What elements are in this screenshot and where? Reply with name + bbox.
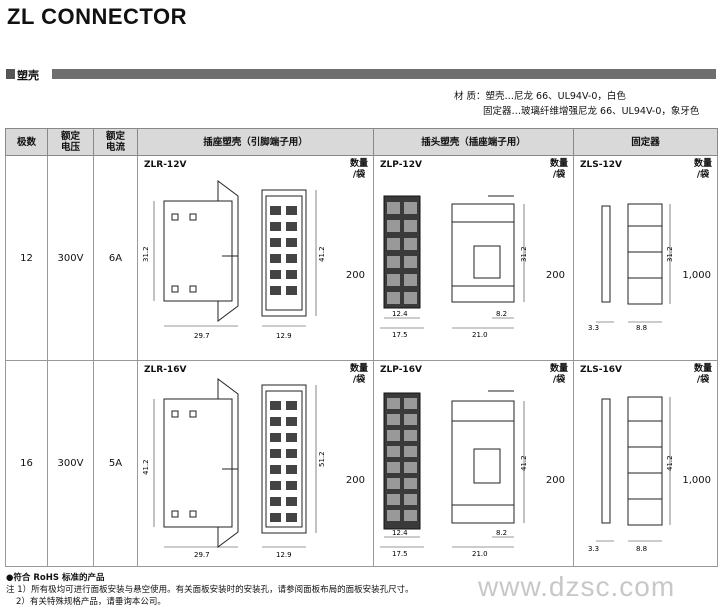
plug-part-name: ZLP-16V <box>380 365 422 375</box>
dim-w2: 17.5 <box>392 331 408 339</box>
header-current-text: 额定电流 <box>105 131 125 153</box>
header-poles: 极数 <box>5 128 48 156</box>
qty-header: 数量/袋 <box>693 364 712 385</box>
dim-h1: 41.2 <box>520 455 528 471</box>
material-line-2: 固定器…玻璃纤维增强尼龙 66、UL94V-0，象牙色 <box>483 106 700 117</box>
section-label: 塑壳 <box>17 69 39 82</box>
plug-drawing: 12.4 17.5 21.0 8.2 41.2 <box>380 390 528 558</box>
dim-w2: 8.8 <box>636 545 647 553</box>
receptacle-cell: ZLR-16V 数量/袋 200 <box>137 360 374 567</box>
dim-w2: 8.8 <box>636 324 647 332</box>
dim-h1: 41.2 <box>666 455 674 471</box>
section-rule <box>52 69 716 79</box>
retainer-part-name: ZLS-16V <box>580 365 622 375</box>
dim-w4: 8.2 <box>496 310 507 318</box>
dim-h1: 31.2 <box>520 246 528 262</box>
receptacle-qty: 200 <box>345 270 365 281</box>
dim-w2: 17.5 <box>392 550 408 558</box>
dim-h1: 31.2 <box>666 246 674 262</box>
qty-header: 数量/袋 <box>549 159 568 180</box>
dim-w1: 12.4 <box>392 310 408 318</box>
receptacle-part-name: ZLR-12V <box>144 160 187 170</box>
dim-w2: 12.9 <box>276 332 292 340</box>
receptacle-qty: 200 <box>345 475 365 486</box>
dim-h1: 41.2 <box>142 459 150 475</box>
retainer-drawing: 3.3 8.8 41.2 <box>588 396 674 553</box>
dim-w1: 3.3 <box>588 324 599 332</box>
header-retainer: 固定器 <box>573 128 718 156</box>
retainer-drawing: 3.3 8.8 31.2 <box>588 203 674 332</box>
header-receptacle: 插座塑壳（引脚端子用） <box>137 128 374 156</box>
material-line-1: 材 质：塑壳…尼龙 66、UL94V-0，白色 <box>454 91 626 102</box>
header-voltage-text: 额定电压 <box>60 131 80 153</box>
plug-cell: ZLP-12V 数量/袋 200 <box>373 155 574 361</box>
rohs-note: ●符合 RoHS 标准的产品 <box>6 573 105 583</box>
spec-table: 极数 额定电压 额定电流 插座塑壳（引脚端子用） 插头塑壳（插座端子用） 固定器… <box>5 128 718 567</box>
retainer-cell: ZLS-12V 数量/袋 1,000 3.3 8.8 31.2 <box>573 155 718 361</box>
dim-w1: 12.4 <box>392 529 408 537</box>
retainer-part-name: ZLS-12V <box>580 160 622 170</box>
row-current: 6A <box>93 155 138 361</box>
header-current: 额定电流 <box>93 128 138 156</box>
dim-h1: 31.2 <box>142 246 150 262</box>
retainer-qty: 1,000 <box>682 270 711 281</box>
qty-header: 数量/袋 <box>549 364 568 385</box>
dim-w1: 3.3 <box>588 545 599 553</box>
plug-qty: 200 <box>545 270 565 281</box>
qty-header: 数量/袋 <box>349 364 368 385</box>
qty-header: 数量/袋 <box>693 159 712 180</box>
plug-part-name: ZLP-12V <box>380 160 422 170</box>
notes: ●符合 RoHS 标准的产品 注 1）所有极均可进行面板安装与悬空使用。有关面板… <box>6 572 414 608</box>
note-2: 2）有关特殊规格产品，请垂询本公司。 <box>16 597 166 607</box>
section-header: 塑壳 <box>4 68 716 82</box>
dim-w1: 29.7 <box>194 332 210 340</box>
dim-h2: 51.2 <box>318 451 326 467</box>
receptacle-cell: ZLR-12V 数量/袋 200 <box>137 155 374 361</box>
table-row: 12 300V 6A ZLR-12V 数量/袋 200 <box>5 155 718 361</box>
dim-w2: 12.9 <box>276 551 292 559</box>
dim-w4: 8.2 <box>496 529 507 537</box>
row-poles: 12 <box>5 155 48 361</box>
qty-header: 数量/袋 <box>349 159 368 180</box>
dim-w1: 29.7 <box>194 551 210 559</box>
plug-cell: ZLP-16V 数量/袋 200 <box>373 360 574 567</box>
table-row: 16 300V 5A ZLR-16V 数量/袋 200 <box>5 360 718 567</box>
retainer-qty: 1,000 <box>682 475 711 486</box>
receptacle-drawing: 29.7 12.9 41.2 51.2 <box>142 378 326 559</box>
dim-h2: 41.2 <box>318 246 326 262</box>
plug-drawing: 12.4 17.5 21.0 8.2 31.2 <box>380 195 528 339</box>
header-plug: 插头塑壳（插座端子用） <box>373 128 574 156</box>
page-title: ZL CONNECTOR <box>7 4 187 29</box>
receptacle-drawing: 29.7 12.9 31.2 41.2 <box>142 180 326 340</box>
note-1: 注 1）所有极均可进行面板安装与悬空使用。有关面板安装时的安装孔，请参阅面板布局… <box>6 585 414 595</box>
retainer-cell: ZLS-16V 数量/袋 1,000 3.3 8.8 <box>573 360 718 567</box>
plug-qty: 200 <box>545 475 565 486</box>
dim-w3: 21.0 <box>472 550 488 558</box>
row-current: 5A <box>93 360 138 567</box>
header-voltage: 额定电压 <box>47 128 94 156</box>
row-voltage: 300V <box>47 155 94 361</box>
watermark: www.dzsc.com <box>478 571 676 602</box>
receptacle-part-name: ZLR-16V <box>144 365 187 375</box>
row-voltage: 300V <box>47 360 94 567</box>
dim-w3: 21.0 <box>472 331 488 339</box>
row-poles: 16 <box>5 360 48 567</box>
section-marker <box>6 69 15 79</box>
